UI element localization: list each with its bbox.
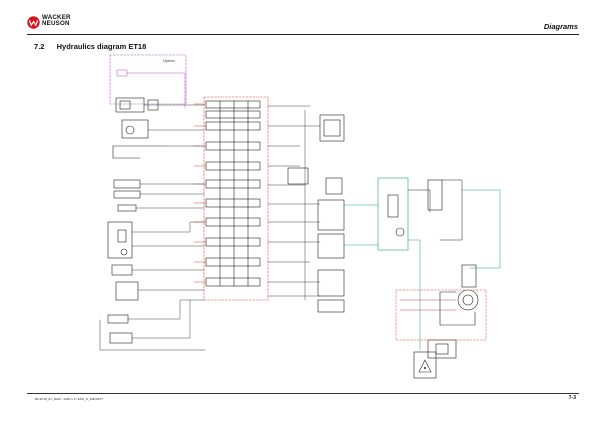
option-label: Option bbox=[163, 58, 175, 63]
left-components bbox=[107, 97, 166, 344]
footer-document-ref: BA ET18_ET_BAW - 1000-1.17 ENG_D_DIE/TEX… bbox=[35, 397, 104, 401]
page-header: WACKER NEUSON Diagrams bbox=[0, 0, 600, 36]
logo-wordmark: WACKER NEUSON bbox=[42, 14, 71, 28]
page-title: 7.2 Hydraulics diagram ET18 bbox=[34, 42, 146, 51]
logo-line-2: NEUSON bbox=[42, 20, 70, 28]
footer-divider bbox=[27, 393, 579, 394]
right-connections bbox=[267, 105, 321, 301]
left-connections bbox=[99, 104, 206, 351]
main-valve-block bbox=[193, 96, 269, 301]
wacker-neuson-logo: WACKER NEUSON bbox=[27, 14, 87, 31]
section-number: 7.2 bbox=[34, 42, 45, 51]
center-manifold bbox=[343, 177, 501, 351]
right-valve-groups bbox=[287, 114, 345, 313]
logo-line-1: WACKER bbox=[42, 14, 71, 21]
page-number: 7-3 bbox=[568, 395, 576, 401]
wacker-neuson-logo-icon bbox=[27, 16, 40, 29]
section-title: Hydraulics diagram ET18 bbox=[56, 42, 147, 51]
pump-motor-group bbox=[399, 264, 479, 359]
header-divider bbox=[27, 34, 579, 35]
tank-symbol bbox=[413, 351, 437, 379]
section-label: Diagrams bbox=[543, 22, 578, 31]
